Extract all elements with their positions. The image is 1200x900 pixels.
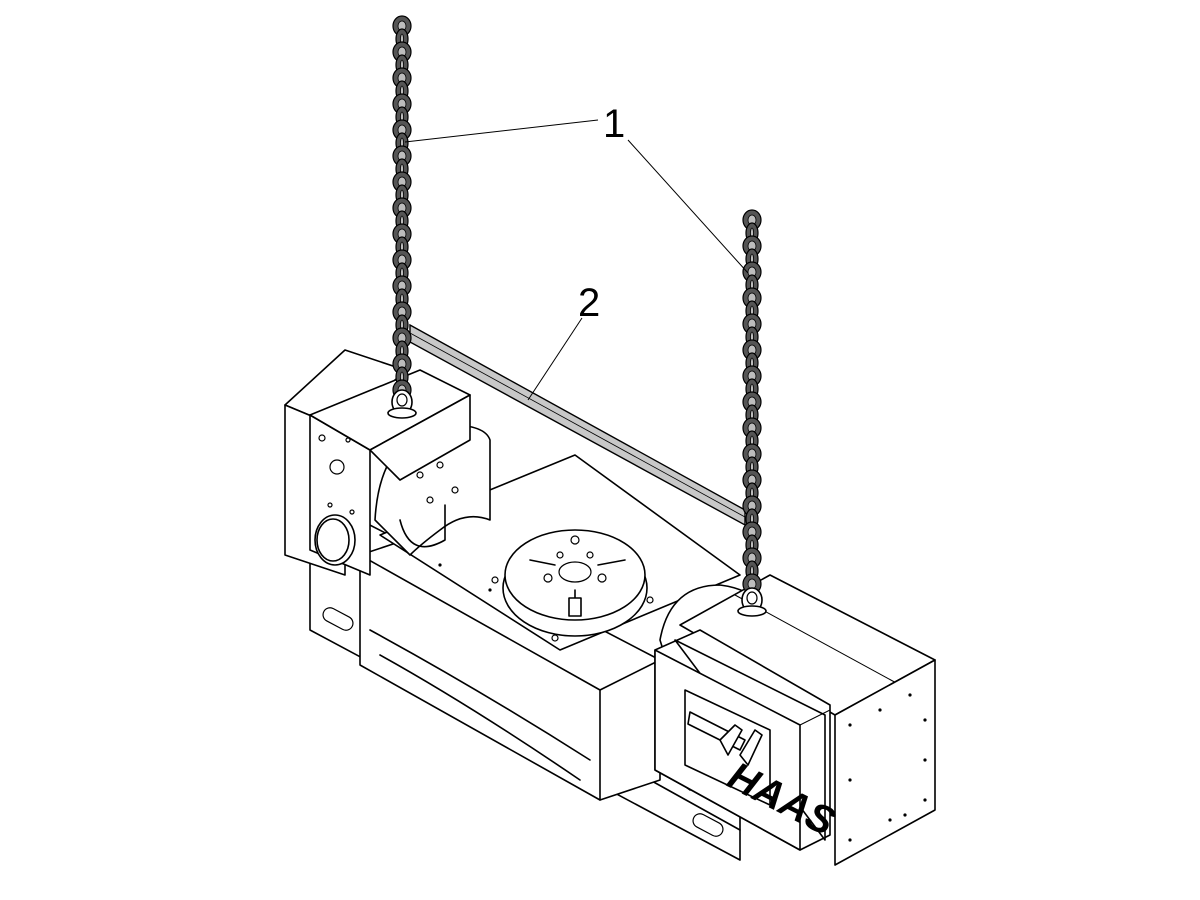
callout-label-2: 2 <box>578 281 600 325</box>
eye-bolt-right <box>737 587 767 617</box>
haas-logo-mark <box>687 711 763 766</box>
lifting-chain-left <box>392 15 412 401</box>
eye-bolt-left <box>387 389 417 419</box>
callout-2: 2 <box>527 281 600 401</box>
leader-line-2 <box>527 317 583 401</box>
rotary-faceplate <box>502 529 648 637</box>
leader-line-1a <box>404 119 599 143</box>
base-slot-left <box>322 607 354 631</box>
callout-label-1: 1 <box>603 102 625 146</box>
leader-line-1b <box>627 139 749 274</box>
lifting-chain-right <box>742 209 762 595</box>
callout-1: 1 <box>404 102 749 274</box>
base-slot-right <box>692 813 724 837</box>
